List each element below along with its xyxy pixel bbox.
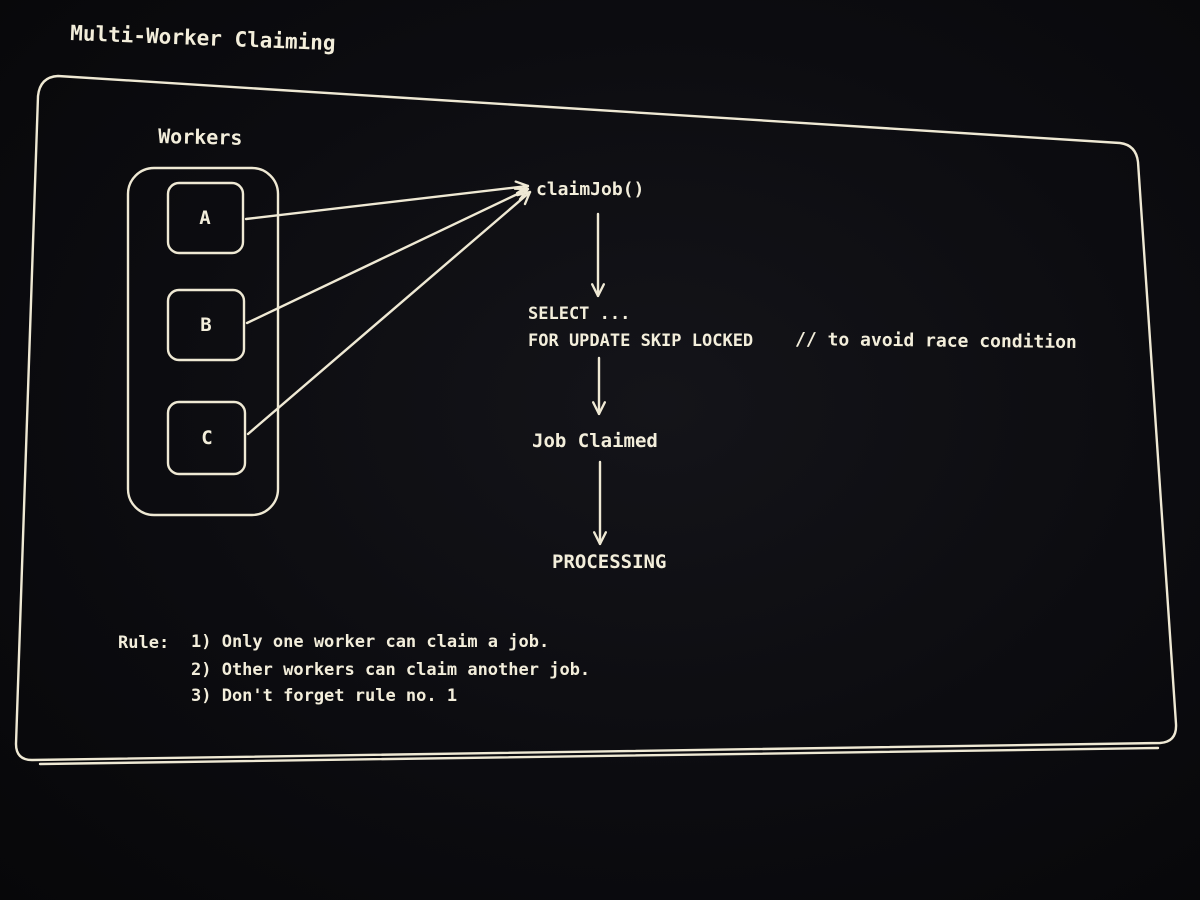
worker-a-label: A xyxy=(199,207,211,229)
worker-c-box xyxy=(166,400,247,476)
job-claimed-node: Job Claimed xyxy=(532,430,658,452)
diagram-title: Multi-Worker Claiming xyxy=(70,21,336,55)
worker-c: C xyxy=(166,400,247,476)
outer-frame xyxy=(14,74,1178,762)
race-condition-comment: // to avoid race condition xyxy=(795,329,1077,353)
arrow-a-to-claim xyxy=(244,180,530,221)
worker-b-label: B xyxy=(200,314,211,336)
outer-frame-shadow xyxy=(38,746,1160,766)
worker-b: B xyxy=(166,288,246,362)
arrow-c-to-claim xyxy=(246,190,532,436)
processing-node: PROCESSING xyxy=(552,551,666,573)
worker-b-box xyxy=(166,288,246,362)
worker-a-box xyxy=(166,181,245,255)
select-line-2: FOR UPDATE SKIP LOCKED xyxy=(528,331,753,351)
rules-prefix: Rule: xyxy=(118,633,169,653)
rule-item-1: 1) Only one worker can claim a job. xyxy=(191,632,549,652)
worker-a: A xyxy=(166,181,245,255)
workers-group xyxy=(126,166,280,517)
select-line-1: SELECT ... xyxy=(528,304,630,324)
rules-block: Rule: 1) Only one worker can claim a job… xyxy=(118,632,590,706)
claim-job-node: claimJob() xyxy=(536,179,644,200)
rule-item-3: 3) Don't forget rule no. 1 xyxy=(191,686,457,706)
arrow-b-to-claim xyxy=(245,187,530,325)
workers-heading: Workers xyxy=(158,124,243,150)
rule-item-2: 2) Other workers can claim another job. xyxy=(191,660,590,680)
worker-c-label: C xyxy=(201,427,212,449)
